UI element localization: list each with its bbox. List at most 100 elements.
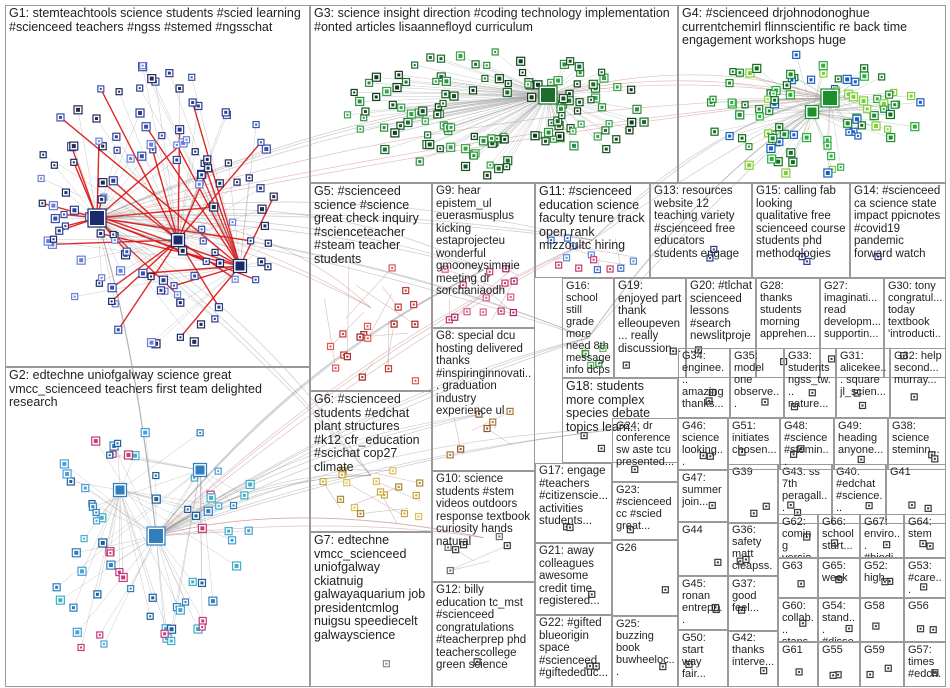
vertex-image	[83, 486, 87, 490]
intra-group-edge	[77, 535, 157, 633]
vertex-image	[503, 137, 507, 141]
inter-group-edge	[96, 216, 484, 271]
inter-group-edge	[155, 269, 484, 537]
vertex-image	[489, 164, 492, 167]
vertex-image	[83, 537, 86, 540]
vertex-image	[462, 543, 465, 546]
vertex-image	[482, 311, 485, 314]
vertex-image	[72, 208, 77, 213]
group-label: G27: imaginati... read developm... suppo…	[824, 280, 884, 340]
intra-group-edge	[177, 141, 262, 241]
vertex-image	[404, 289, 407, 292]
vertex-image	[334, 367, 337, 370]
vertex-image	[427, 142, 432, 147]
intra-group-edge	[41, 178, 241, 267]
group-label: G25: buzzing book buwheeloc...	[616, 618, 675, 678]
intra-group-edge	[360, 507, 409, 514]
vertex-image	[102, 643, 105, 646]
vertex-image	[72, 161, 75, 164]
intra-group-edge	[811, 111, 858, 120]
vertex-image	[488, 270, 491, 273]
vertex-image	[173, 284, 176, 287]
vertex-image	[191, 101, 195, 105]
vertex-image	[711, 391, 714, 394]
vertex-image	[417, 515, 420, 518]
intra-group-edge	[96, 217, 102, 278]
vertex-image	[426, 133, 429, 136]
vertex-image	[881, 101, 886, 106]
vertex-image	[205, 157, 209, 161]
intra-group-edge	[117, 443, 121, 491]
vertex-image	[792, 453, 795, 456]
vertex-image	[247, 529, 251, 533]
vertex-image	[75, 630, 80, 635]
vertex-image	[185, 138, 188, 141]
vertex-image	[116, 328, 120, 332]
intra-group-edge	[615, 238, 622, 269]
inter-group-edge	[96, 213, 593, 241]
vertex-image	[933, 671, 936, 674]
intra-group-edge	[228, 162, 241, 267]
vertex-image	[71, 606, 75, 610]
vertex-image	[804, 135, 809, 140]
vertex-image	[112, 233, 115, 236]
vertex-image	[357, 99, 362, 104]
vertex-image	[52, 238, 55, 241]
vertex-image	[875, 97, 879, 101]
group-label: G46: science looking...	[682, 420, 723, 468]
intra-group-edge	[73, 146, 98, 219]
vertex-image	[868, 504, 871, 507]
inter-group-edge	[155, 428, 621, 537]
vertex-image	[801, 622, 804, 625]
vertex-image	[561, 96, 566, 101]
vertex-image	[101, 144, 105, 148]
group-label: G24: dr conference sw aste tcu presented…	[616, 420, 675, 468]
vertex-image	[186, 508, 189, 511]
group-label: G7: edtechne vmcc_scienceed uniofgalway …	[314, 533, 429, 642]
vertex-image	[783, 171, 788, 176]
vertex-image	[79, 258, 84, 263]
intra-group-edge	[96, 217, 221, 264]
vertex-image	[201, 626, 204, 629]
group-box-g11: G11: #scienceed education science facult…	[535, 183, 650, 278]
intra-group-edge	[474, 94, 549, 137]
vertex-image	[41, 202, 44, 205]
vertex-image	[830, 357, 833, 360]
vertex-image	[730, 101, 734, 105]
vertex-image	[398, 124, 402, 128]
vertex-image	[264, 147, 269, 152]
intra-group-edge	[330, 311, 364, 347]
group-box-g64: G64: stem	[904, 514, 946, 558]
vertex-image	[53, 216, 58, 221]
intra-group-edge	[91, 503, 157, 537]
group-box-g2: G2: edtechne uniofgalway science great v…	[5, 367, 310, 687]
vertex-image	[69, 480, 73, 484]
vertex-image	[366, 325, 369, 328]
vertex-image	[708, 399, 711, 402]
vertex-image	[266, 265, 269, 268]
vertex-image	[95, 511, 98, 514]
intra-group-edge	[43, 154, 179, 241]
vertex-image	[100, 540, 105, 545]
vertex-image	[716, 561, 719, 564]
vertex-image	[95, 519, 98, 522]
intra-group-edge	[77, 109, 98, 219]
intra-group-edge	[199, 469, 214, 602]
vertex-image	[591, 82, 596, 87]
vertex-image	[887, 93, 891, 97]
vertex-image	[837, 578, 840, 581]
group-box-g8: G8: special dcu hosting delivered thanks…	[432, 328, 535, 471]
vertex-image	[876, 255, 879, 258]
vertex-image	[888, 112, 893, 117]
group-box-g44: G44	[678, 522, 728, 576]
vertex-image	[341, 332, 344, 335]
vertex-image	[199, 431, 202, 434]
group-label: G56	[908, 600, 929, 612]
group-label: G23: #scienceed cc #scied great...	[616, 484, 675, 532]
vertex-image	[593, 96, 598, 101]
vertex-image	[728, 81, 732, 85]
group-label: G28: thanks students morning apprehen...	[760, 280, 816, 340]
vertex-image	[359, 128, 362, 131]
vertex-image	[95, 592, 99, 596]
intra-group-edge	[96, 118, 179, 241]
